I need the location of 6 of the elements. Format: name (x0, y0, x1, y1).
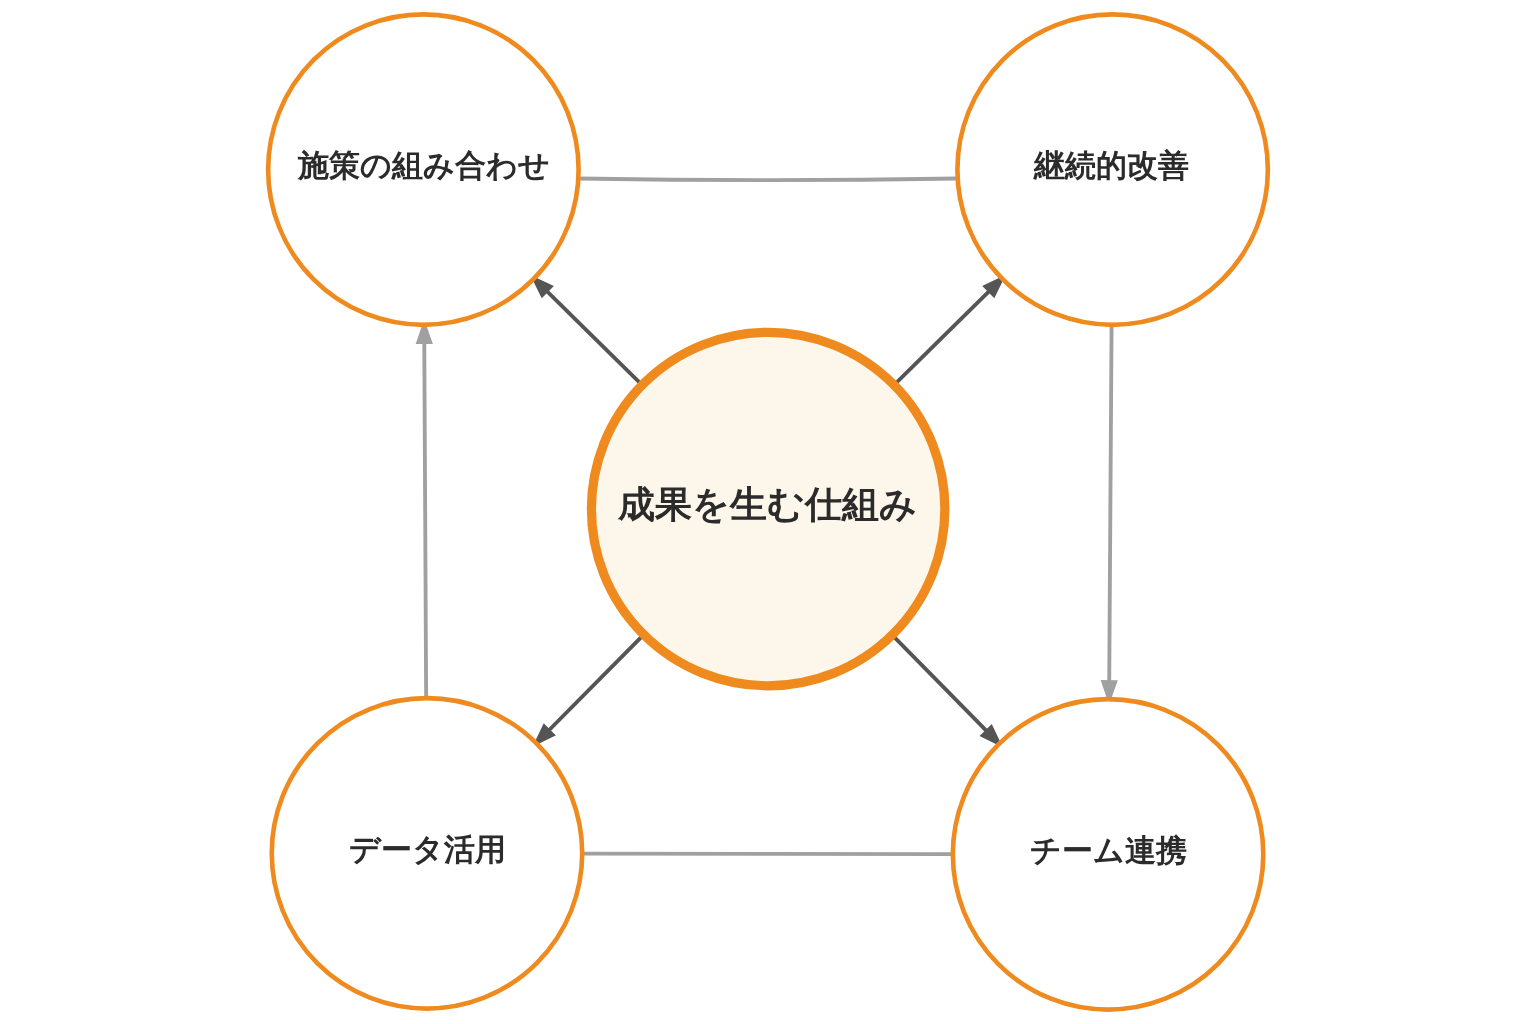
node-circle: 成果を生む仕組み (586, 327, 950, 691)
node-circle: データ活用 (269, 695, 585, 1011)
node-circle: 継続的改善 (955, 12, 1271, 328)
node-circle: チーム連携 (950, 696, 1266, 1012)
connector (578, 176, 958, 182)
node-circle: 施策の組み合わせ (265, 12, 581, 328)
